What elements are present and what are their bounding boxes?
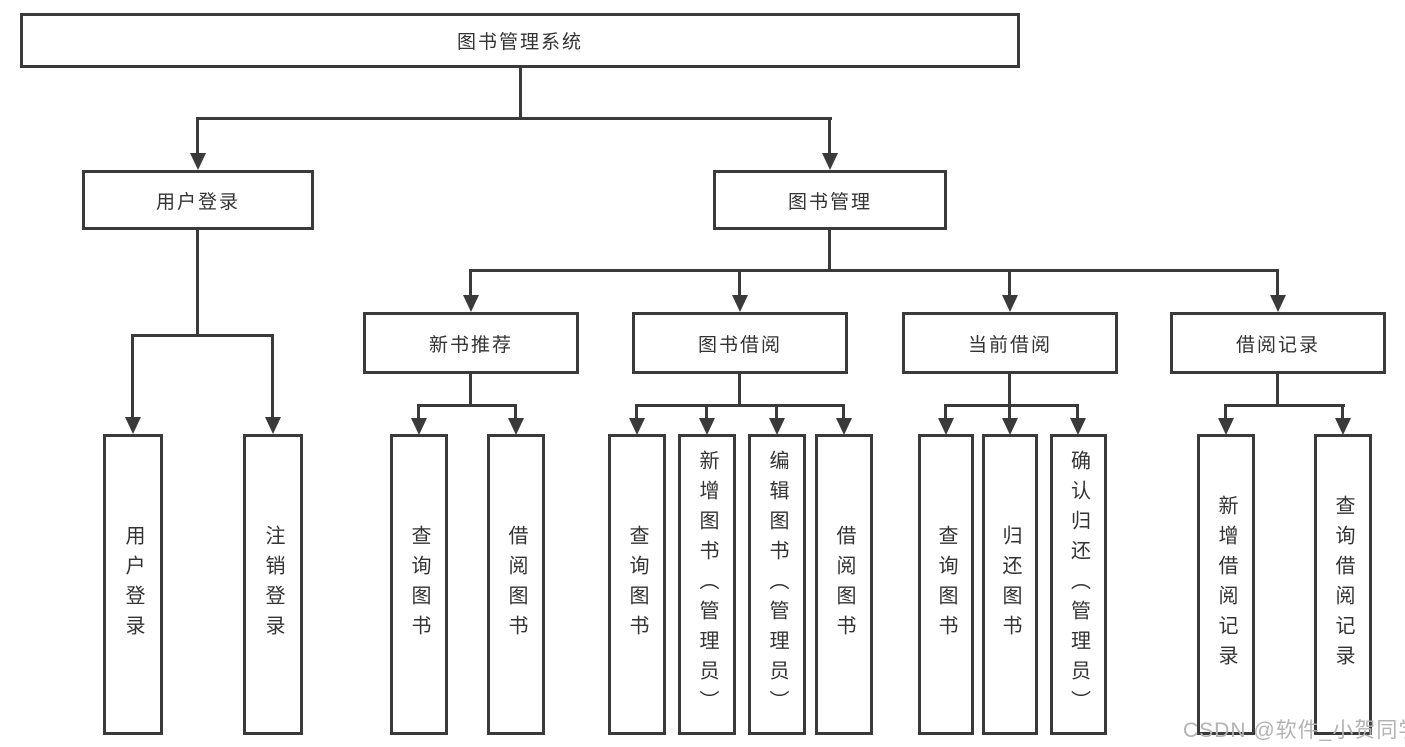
node-user-login: 用户登录 [82,170,314,230]
leaf-records-query-record: 查询借阅记录 [1314,434,1372,735]
connector-current-hline [944,404,1079,407]
leaf-borrowing-edit-books-admin: 编辑图书（管理员） [748,434,806,735]
connector-stem-br-add [1224,404,1227,420]
node-book-management: 图书管理 [713,170,947,230]
arrowhead-borrow-records-icon [1270,295,1286,312]
leaf-current-return-books: 归还图书 [982,434,1038,735]
arrowhead-current-borrow-icon [1002,295,1018,312]
arrowhead-cb-query-icon [938,418,954,435]
connector-bookmgmt-hline [469,269,1279,272]
connector-bookmgmt-vline [828,230,831,271]
csdn-watermark: CSDN @软件_小贺同学 [1183,719,1405,742]
leaf-borrowing-borrow-books: 借阅图书 [815,434,873,735]
connector-userlogin-hline [131,334,274,337]
connector-stem-bb-add [705,404,708,420]
connector-recommend-vline [469,374,472,406]
leaf-current-query-books: 查询图书 [918,434,974,735]
node-book-borrowing: 图书借阅 [632,312,848,374]
connector-stem-rec-query [417,404,420,420]
node-new-book-recommend: 新书推荐 [363,312,579,374]
connector-stem-bb-query [635,404,638,420]
connector-stem-borrow-records [1276,269,1279,297]
connector-userlogin-vline [196,230,199,335]
leaf-recommend-borrow-books: 借阅图书 [487,434,545,735]
arrowhead-br-query-icon [1335,418,1351,435]
connector-stem-rec-borrow [514,404,517,420]
connector-stem-user-login [196,117,199,155]
node-current-borrowing: 当前借阅 [902,312,1118,374]
arrowhead-leaf-user-login-icon [125,417,141,434]
connector-stem-cb-query [944,404,947,420]
arrowhead-leaf-logout-icon [265,417,281,434]
connector-root-hline [196,117,832,120]
node-library-management-system: 图书管理系统 [20,13,1020,68]
leaf-recommend-query-books: 查询图书 [390,434,448,735]
connector-stem-current-borrow [1008,269,1011,297]
arrowhead-bb-borrow-icon [836,418,852,435]
connector-records-vline [1276,374,1279,406]
connector-borrowing-vline [738,374,741,406]
connector-stem-cb-confirm [1076,404,1079,420]
arrowhead-book-mgmt-icon [822,153,838,170]
arrowhead-br-add-icon [1218,418,1234,435]
arrowhead-user-login-icon [190,153,206,170]
leaf-logout: 注销登录 [243,434,303,735]
arrowhead-bb-add-icon [699,418,715,435]
connector-stem-br-query [1341,404,1344,420]
leaf-borrowing-query-books: 查询图书 [608,434,666,735]
connector-current-vline [1008,374,1011,406]
arrowhead-book-borrow-icon [732,295,748,312]
connector-recommend-hline [417,404,517,407]
leaf-current-confirm-return-admin: 确认归还（管理员） [1050,434,1107,735]
leaf-records-add-record: 新增借阅记录 [1197,434,1255,735]
arrowhead-new-book-icon [463,295,479,312]
arrowhead-bb-query-icon [629,418,645,435]
node-borrowing-records: 借阅记录 [1170,312,1386,374]
connector-borrowing-hline [635,404,845,407]
connector-stem-leaf-logout [271,334,274,418]
connector-stem-cb-return [1008,404,1011,420]
leaf-user-login: 用户登录 [103,434,163,735]
connector-stem-book-mgmt [828,117,831,155]
connector-stem-bb-borrow [842,404,845,420]
connector-stem-bb-edit [775,404,778,420]
leaf-borrowing-add-books-admin: 新增图书（管理员） [678,434,736,735]
connector-stem-new-book [469,269,472,297]
connector-stem-book-borrow [738,269,741,297]
arrowhead-cb-confirm-icon [1070,418,1086,435]
arrowhead-rec-query-icon [411,418,427,435]
connector-records-hline [1224,404,1345,407]
arrowhead-bb-edit-icon [769,418,785,435]
arrowhead-rec-borrow-icon [508,418,524,435]
connector-stem-leaf-user-login [131,334,134,418]
connector-root-vline [519,68,522,118]
arrowhead-cb-return-icon [1002,418,1018,435]
